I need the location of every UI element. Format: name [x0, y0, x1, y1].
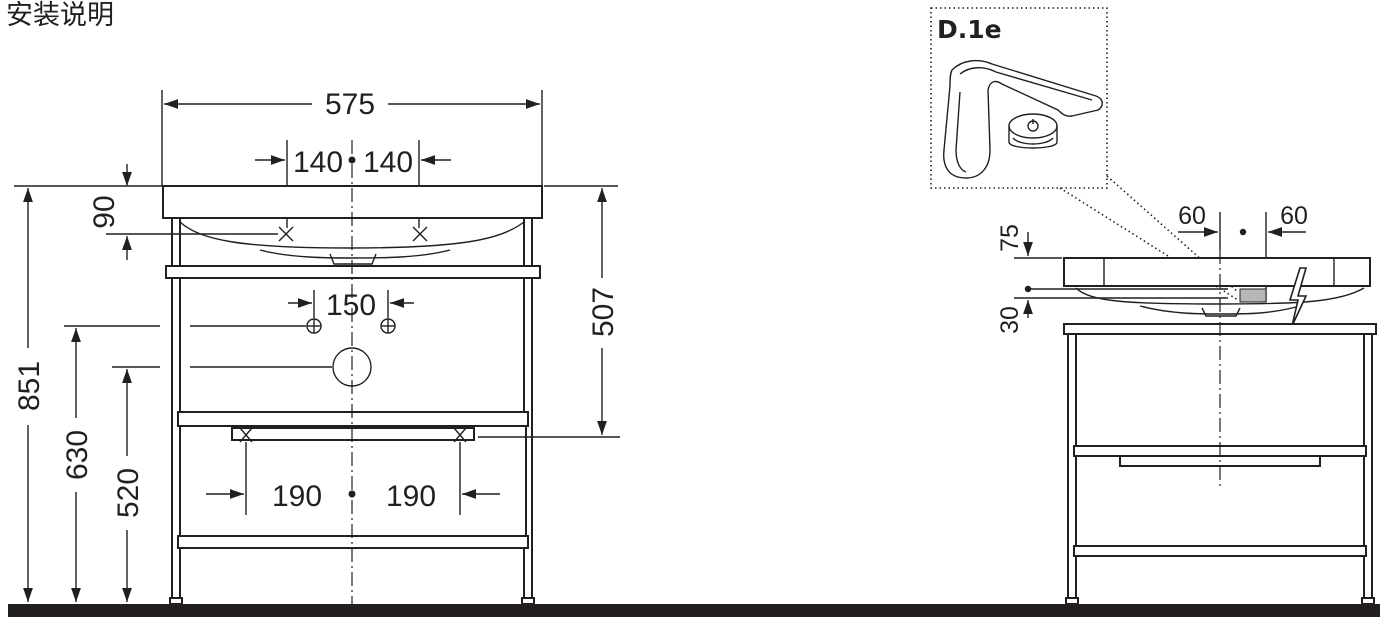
detail-frame — [930, 7, 1108, 189]
dim-fixing-height: 630 — [61, 430, 94, 480]
faucet-illustration — [943, 59, 1103, 179]
dim-tap-depth: 90 — [88, 195, 121, 228]
detail-d1e: D.1e — [930, 7, 1239, 301]
side-basin-top — [1063, 257, 1371, 287]
basin-bowl — [179, 221, 525, 249]
dim-side-bottom-depth: 30 — [996, 306, 1024, 334]
side-view: 60 60 75 30 — [996, 202, 1377, 605]
drawer — [179, 425, 527, 537]
dim-side-top-depth: 75 — [996, 224, 1024, 252]
detail-label: D.1e — [937, 15, 1002, 44]
dim-fixing-spacing: 150 — [326, 289, 376, 322]
dim-rail-offset-left: 190 — [272, 480, 322, 513]
tap-hole-mark-left — [278, 226, 294, 242]
page-title: 安装说明 — [6, 0, 114, 31]
frame-crossbar — [165, 265, 541, 279]
dim-tap-offset-right: 140 — [363, 146, 413, 179]
dim-side-offset-left: 60 — [1178, 202, 1206, 230]
dim-tap-offset-left: 140 — [293, 146, 343, 179]
dim-waste-outlet-height: 520 — [112, 468, 145, 518]
power-symbol — [1288, 267, 1308, 327]
tap-hole-mark-right — [412, 226, 428, 242]
dim-rail-offset-right: 190 — [386, 480, 436, 513]
dim-side-offset-right: 60 — [1280, 202, 1308, 230]
dim-overall-width: 575 — [325, 88, 375, 121]
drawer-handle — [231, 427, 475, 441]
floor-line — [8, 604, 1380, 617]
tap-position-box — [1239, 288, 1267, 303]
front-view: 575 140 140 90 — [13, 88, 620, 605]
dim-total-height: 851 — [13, 361, 46, 411]
dim-waste-height: 507 — [587, 287, 620, 337]
